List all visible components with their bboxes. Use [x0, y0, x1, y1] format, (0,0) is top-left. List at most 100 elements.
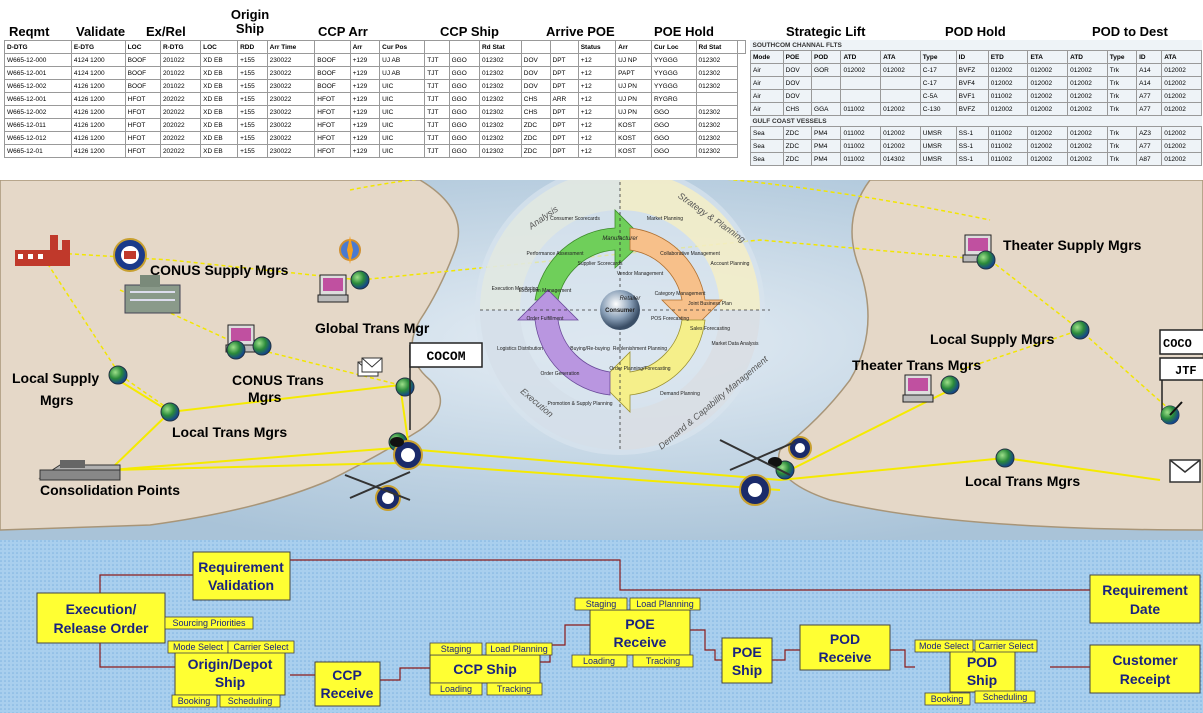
table-cell: 012002: [987, 76, 1029, 90]
table-cell: DOV: [520, 79, 551, 93]
table-cell: Air: [750, 76, 784, 90]
cycle-manufacturer-label: Manufacturer: [602, 236, 638, 242]
table-cell: DPT: [549, 144, 579, 158]
table-cell: 012002: [1161, 102, 1202, 116]
table-cell: 014302: [880, 152, 921, 166]
table-cell: 4126 1200: [70, 105, 126, 119]
table-cell: 012302: [695, 131, 739, 145]
table-cell: XD EB: [200, 144, 239, 158]
table-cell: 012302: [478, 131, 522, 145]
jtf-label: JTF: [1175, 364, 1197, 378]
svg-text:Load Planning: Load Planning: [636, 599, 694, 609]
table-cell: GGO: [650, 105, 697, 119]
table-cell: UMSR: [919, 139, 957, 153]
table-cell: TJT: [424, 66, 450, 80]
table-cell: +155: [237, 79, 268, 93]
table-cell: +12: [577, 92, 617, 106]
table-cell: ZDC: [782, 152, 813, 166]
tag-booking-pod: Booking: [924, 692, 971, 706]
tag-mode-select-origin: Mode Select: [167, 640, 229, 654]
table-cell: 011002: [987, 89, 1029, 103]
table-cell: 4126 1200: [70, 118, 126, 132]
table-cell: PAPT: [615, 66, 652, 80]
column-header: ID: [1136, 50, 1163, 64]
table-section-row: SOUTHCOM CHANNAL FLTS: [751, 40, 1202, 51]
cycle-item-label: Demand Planning: [660, 391, 700, 397]
table-cell: Trk: [1106, 76, 1138, 90]
table-cell: 202022: [159, 144, 202, 158]
table-cell: SS-1: [955, 152, 989, 166]
ccp-receive-l2: Receive: [321, 685, 374, 701]
label-conus-trans-1: CONUS Trans: [232, 372, 324, 388]
table-cell: GOR: [811, 63, 842, 77]
cycle-item-label: Execution Monitoring: [492, 286, 539, 292]
column-header: ATD: [840, 50, 882, 64]
table-cell: 012002: [1161, 139, 1202, 153]
table-cell: 012002: [1067, 152, 1108, 166]
column-header: Rd Stat: [695, 40, 739, 54]
table-cell: Air: [750, 102, 784, 116]
table-cell: 012002: [1067, 63, 1108, 77]
table-cell: Sea: [750, 139, 784, 153]
tag-carrier-select-pod: Carrier Select: [974, 639, 1038, 653]
tag-scheduling-origin: Scheduling: [219, 694, 281, 708]
table-cell: 012002: [880, 126, 921, 140]
table-cell: ZDC: [782, 139, 813, 153]
column-header: ETA: [1027, 50, 1069, 64]
table-cell: 012002: [1067, 102, 1108, 116]
label-local-supply-right: Local Supply Mgrs: [930, 331, 1055, 347]
table-cell: TJT: [424, 53, 450, 67]
column-header: [448, 40, 480, 54]
table-cell: XD EB: [200, 118, 239, 132]
header-arrive-poe: Arrive POE: [546, 24, 615, 39]
table-cell: PM4: [811, 126, 842, 140]
label-local-supply-2: Mgrs: [40, 392, 74, 408]
column-header: Arr Time: [266, 40, 316, 54]
table-cell: [811, 89, 842, 103]
table-cell: BOOF: [124, 66, 161, 80]
table-cell: UIC: [379, 105, 426, 119]
table-cell: 012002: [1161, 152, 1202, 166]
svg-text:Loading: Loading: [583, 656, 615, 666]
table-cell: 4126 1200: [70, 79, 126, 93]
factory-icon: [15, 235, 70, 266]
table-cell: XD EB: [200, 79, 239, 93]
table-cell: 012002: [1067, 89, 1108, 103]
table-cell: 012302: [478, 92, 522, 106]
table-cell: TJT: [424, 131, 450, 145]
section-label: GULF COAST VESSELS: [752, 117, 827, 125]
table-cell: 012002: [1027, 76, 1069, 90]
table-cell: +155: [237, 92, 268, 106]
table-cell: GGO: [448, 144, 480, 158]
table-cell: 4126 1200: [70, 131, 126, 145]
table-cell: 012002: [840, 63, 882, 77]
table-cell: 012002: [1161, 126, 1202, 140]
table-cell: UIC: [379, 92, 426, 106]
table-cell: KOST: [615, 131, 652, 145]
header-pod-hold: POD Hold: [945, 24, 1006, 39]
table-cell: HFOT: [124, 105, 161, 119]
column-header: Status: [577, 40, 617, 54]
table-cell: +129: [349, 118, 381, 132]
table-cell: +155: [237, 53, 268, 67]
header-pod-to-dest: POD to Dest: [1092, 24, 1168, 39]
table-cell: UJ AB: [379, 53, 426, 67]
header-reqmt: Reqmt: [9, 24, 50, 39]
poe-ship-l1: POE: [732, 644, 762, 660]
table-cell: 012002: [987, 63, 1029, 77]
tag-scheduling-pod: Scheduling: [974, 690, 1036, 704]
tag-staging-poe: Staging: [574, 597, 628, 611]
satellite-dish-icon: [1161, 401, 1183, 424]
column-header: [737, 40, 746, 54]
table-cell: PM4: [811, 139, 842, 153]
table-cell: 230022: [266, 118, 316, 132]
